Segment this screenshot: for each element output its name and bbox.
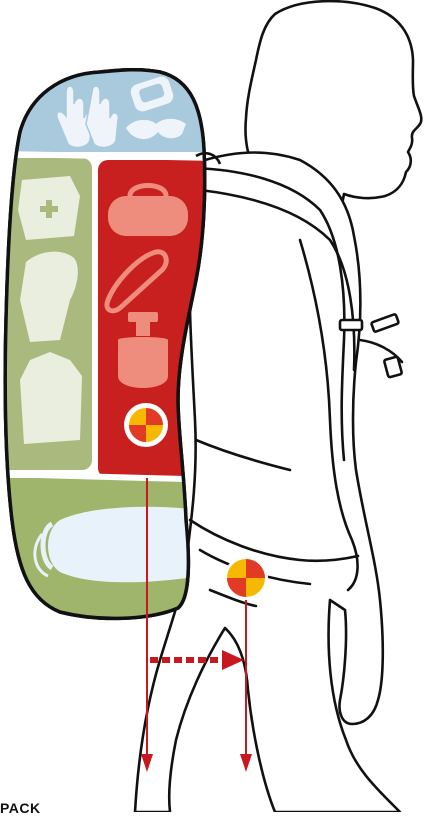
body-gravity-arrowhead	[240, 754, 252, 772]
backpack	[0, 60, 220, 628]
caption-text: PACK	[0, 800, 41, 816]
strap-buckle	[340, 320, 362, 330]
first-aid-icon	[18, 176, 80, 240]
body-center-of-gravity-icon	[224, 556, 268, 600]
pack-center-of-gravity-icon	[124, 403, 168, 447]
